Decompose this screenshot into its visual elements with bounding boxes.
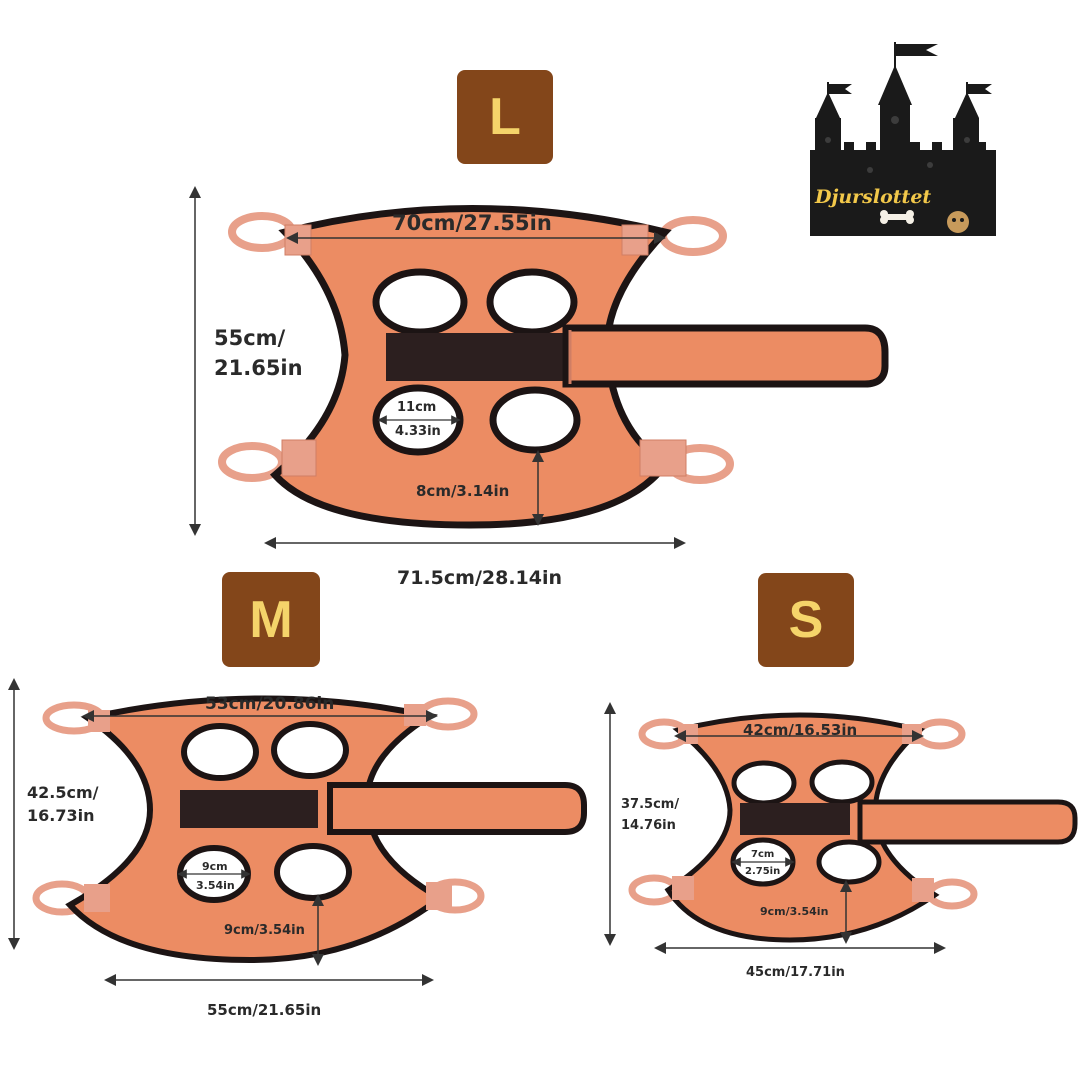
large-width-top-label: 70cm/27.55in [392, 211, 552, 235]
medium-hole-label-2: 3.54in [196, 879, 235, 892]
medium-width-bottom-label: 55cm/21.65in [207, 1001, 322, 1019]
large-height-label-2: 21.65in [214, 356, 303, 380]
harness-large [189, 186, 889, 549]
harness-small [604, 702, 1078, 954]
logo-text: Djurslottet [815, 186, 932, 208]
medium-hole-label-1: 9cm [202, 860, 228, 873]
small-height-label-2: 14.76in [621, 818, 676, 833]
medium-height-label-1: 42.5cm/ [27, 783, 99, 802]
size-badge-medium: M [222, 572, 320, 667]
medium-height-label-2: 16.73in [27, 806, 95, 825]
size-badge-large: L [457, 70, 553, 164]
size-badge-small: S [758, 573, 854, 667]
harness-medium [8, 678, 587, 986]
small-height-label-1: 37.5cm/ [621, 797, 680, 812]
small-hole-label-2: 2.75in [745, 866, 781, 877]
small-hole-label-1: 7cm [751, 849, 775, 860]
small-width-bottom-label: 45cm/17.71in [746, 965, 845, 980]
small-bottom-gap-label: 9cm/3.54in [760, 905, 829, 918]
large-bottom-gap-label: 8cm/3.14in [416, 482, 510, 500]
small-width-top-label: 42cm/16.53in [743, 721, 858, 739]
large-hole-label-2: 4.33in [395, 424, 441, 439]
medium-width-top-label: 53cm/20.86in [205, 694, 335, 714]
medium-bottom-gap-label: 9cm/3.54in [224, 923, 305, 938]
large-height-label-1: 55cm/ [214, 326, 286, 350]
large-width-bottom-label: 71.5cm/28.14in [397, 567, 563, 589]
large-hole-label-1: 11cm [397, 400, 437, 415]
